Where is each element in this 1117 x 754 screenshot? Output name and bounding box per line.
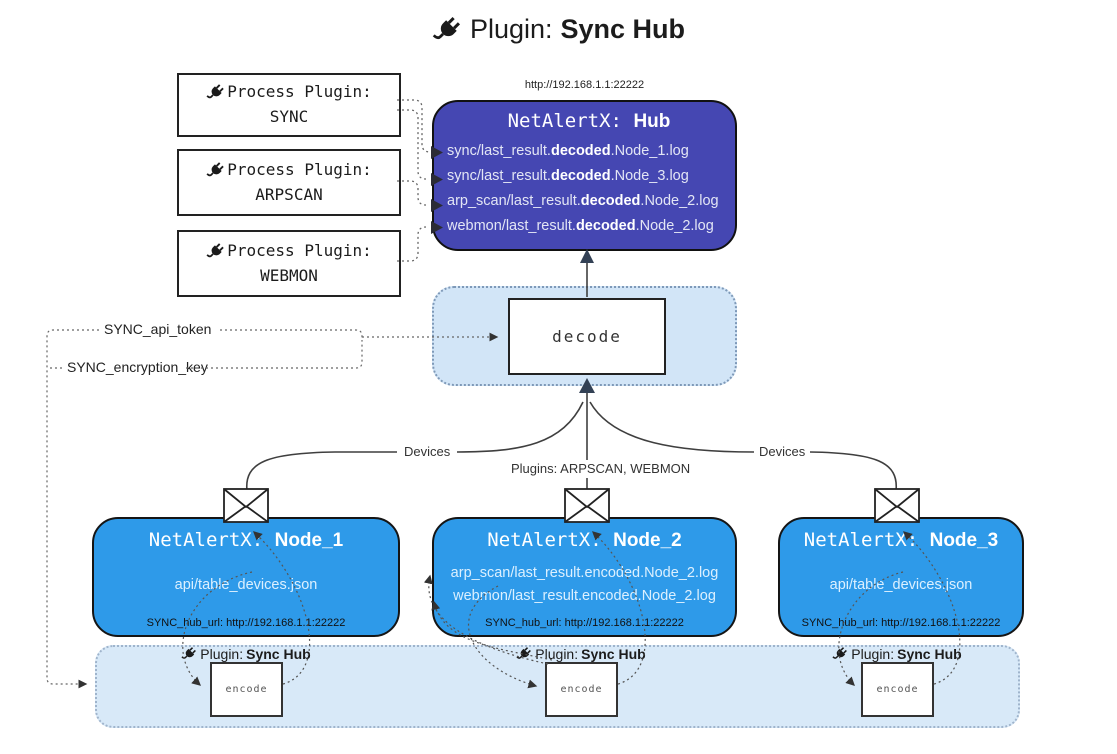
process-plugin-label: Process Plugin:: [227, 82, 372, 102]
process-plugin-label: Process Plugin:: [227, 240, 372, 260]
process-plugin-name: WEBMON: [260, 265, 318, 285]
plug-icon: [206, 161, 225, 180]
devices-edge-label-left: Devices: [401, 444, 454, 459]
node-title: NetAlertX: Node_3: [803, 529, 999, 551]
plug-icon: [181, 646, 197, 662]
plug-icon: [206, 242, 225, 261]
node-file: api/table_devices.json: [174, 576, 318, 593]
plug-icon: [516, 646, 532, 662]
process-plugin-webmon: Process Plugin: WEBMON: [177, 230, 401, 297]
hub-box: NetAlertX: Hub sync/last_result.decoded.…: [432, 100, 737, 251]
node-hub-url: SYNC_hub_url: http://192.168.1.1:22222: [801, 617, 1001, 629]
plugins-edge-label: Plugins: ARPSCAN, WEBMON: [508, 461, 694, 476]
process-plugin-label: Process Plugin:: [227, 159, 372, 179]
hub-title: NetAlertX: Hub: [507, 110, 671, 132]
node-title: NetAlertX: Node_1: [148, 529, 344, 551]
node-file: arp_scan/last_result.encoded.Node_2.log: [450, 565, 719, 581]
sync-encryption-key-label: SYNC_encryption_key: [64, 359, 211, 375]
hub-log-line: webmon/last_result.decoded.Node_2.log: [447, 218, 714, 234]
hub-log-line: sync/last_result.decoded.Node_3.log: [447, 168, 689, 184]
encode-plugin-label: Plugin:Sync Hub: [481, 646, 681, 662]
node-file: api/table_devices.json: [829, 576, 973, 593]
page-title: Plugin: Sync Hub: [0, 14, 1117, 45]
plug-icon: [432, 15, 462, 45]
encode-box-2: encode: [545, 662, 618, 717]
node-title: NetAlertX: Node_2: [487, 529, 682, 551]
decode-box: decode: [508, 298, 666, 375]
encode-plugin-label: Plugin:Sync Hub: [797, 646, 997, 662]
hub-log-line: arp_scan/last_result.decoded.Node_2.log: [447, 193, 719, 209]
hub-log-line: sync/last_result.decoded.Node_1.log: [447, 143, 689, 159]
devices-edge-label-right: Devices: [756, 444, 809, 459]
process-plugin-name: ARPSCAN: [255, 184, 323, 204]
sync-api-token-label: SYNC_api_token: [101, 321, 215, 337]
node-1-box: NetAlertX: Node_1 api/table_devices.json…: [92, 517, 400, 637]
node-2-box: NetAlertX: Node_2 arp_scan/last_result.e…: [432, 517, 737, 637]
encode-box-1: encode: [210, 662, 283, 717]
node-hub-url: SYNC_hub_url: http://192.168.1.1:22222: [485, 617, 684, 629]
plug-icon: [832, 646, 848, 662]
process-plugin-sync: Process Plugin: SYNC: [177, 73, 401, 137]
encode-plugin-label: Plugin:Sync Hub: [146, 646, 346, 662]
node-file: webmon/last_result.encoded.Node_2.log: [453, 588, 716, 604]
process-plugin-arpscan: Process Plugin: ARPSCAN: [177, 149, 401, 216]
hub-url: http://192.168.1.1:22222: [524, 79, 645, 91]
plugin-to-hub-links: [397, 99, 431, 262]
encode-box-3: encode: [861, 662, 934, 717]
plug-icon: [206, 83, 225, 102]
process-plugin-name: SYNC: [269, 107, 309, 126]
title-name: Sync Hub: [560, 14, 686, 44]
node-hub-url: SYNC_hub_url: http://192.168.1.1:22222: [146, 617, 346, 629]
title-prefix: Plugin:: [469, 14, 553, 44]
node-3-box: NetAlertX: Node_3 api/table_devices.json…: [778, 517, 1024, 637]
